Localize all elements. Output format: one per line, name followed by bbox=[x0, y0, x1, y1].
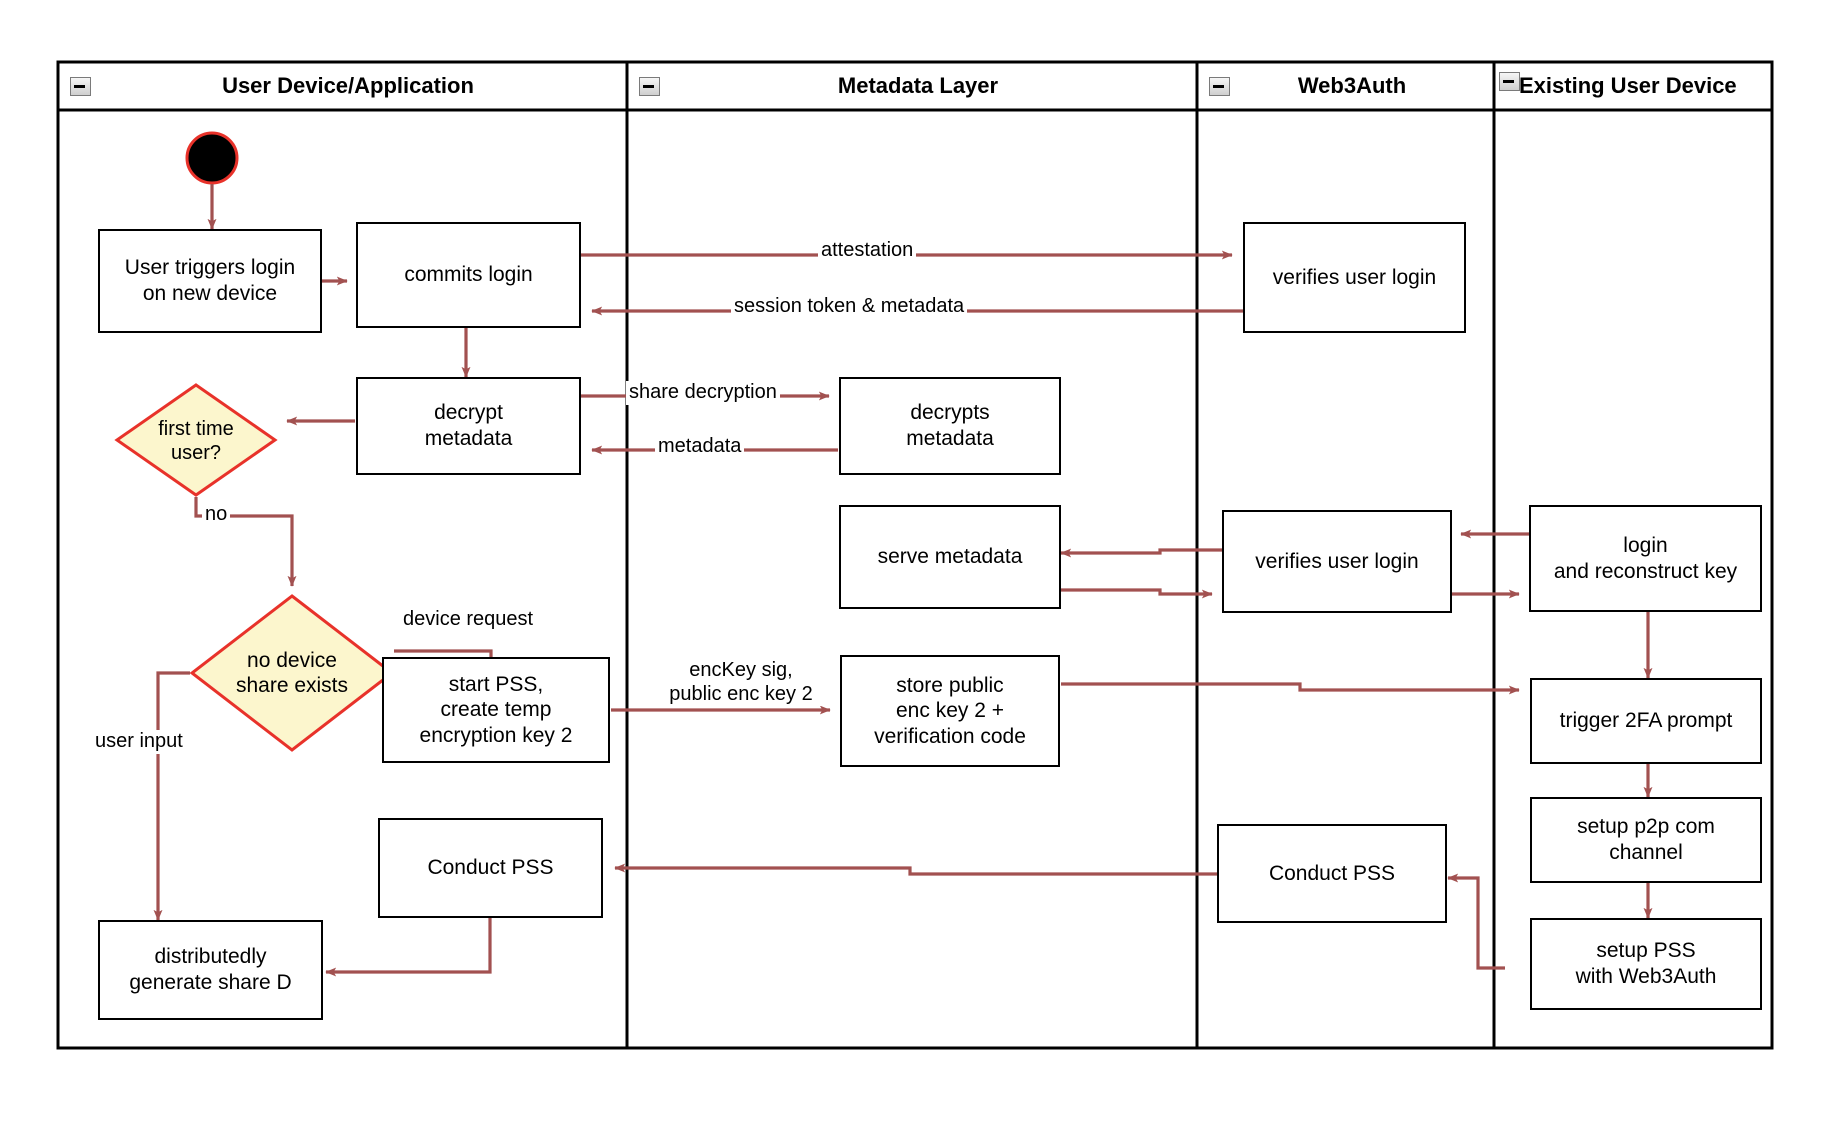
lane-title-metadata-layer: Metadata Layer bbox=[837, 73, 999, 98]
node-conduct-pss-user-device[interactable]: Conduct PSS bbox=[378, 818, 603, 918]
node-label: commits login bbox=[404, 263, 533, 287]
lane-title-web3auth: Web3Auth bbox=[1297, 73, 1407, 98]
node-verifies-user-login-mid[interactable]: verifies user login bbox=[1222, 510, 1452, 613]
node-trigger-2fa-prompt[interactable]: trigger 2FA prompt bbox=[1530, 678, 1762, 764]
edge-label-user-input: user input bbox=[92, 730, 186, 754]
node-commits-login[interactable]: commits login bbox=[356, 222, 581, 328]
edge-label-metadata: metadata bbox=[655, 435, 745, 459]
edge-label-session-token-metadata: session token & metadata bbox=[731, 295, 968, 319]
edge-label-share-decryption: share decryption bbox=[626, 381, 780, 405]
collapse-minus-icon-lane-3[interactable] bbox=[1209, 77, 1230, 96]
collapse-minus-icon-lane-4[interactable] bbox=[1499, 72, 1520, 91]
collapse-minus-icon-lane-2[interactable] bbox=[639, 77, 660, 96]
edge-label-device-request: device request bbox=[400, 608, 537, 632]
lane-title-user-device: User Device/Application bbox=[222, 73, 474, 98]
lane-title-existing-user-device: Existing User Device bbox=[1519, 73, 1737, 98]
start-node-shape bbox=[185, 131, 239, 185]
node-conduct-pss-web3auth[interactable]: Conduct PSS bbox=[1217, 824, 1447, 923]
node-label: serve metadata bbox=[877, 545, 1023, 569]
node-label: verifies user login bbox=[1272, 265, 1437, 289]
node-serve-metadata[interactable]: serve metadata bbox=[839, 505, 1061, 609]
edge-label-attestation: attestation bbox=[818, 239, 917, 263]
node-label: trigger 2FA prompt bbox=[1559, 709, 1733, 733]
edge-label-enckey-sig: encKey sig,public enc key 2 bbox=[648, 659, 834, 707]
node-label: verifies user login bbox=[1255, 549, 1419, 573]
collapse-minus-icon-lane-1[interactable] bbox=[70, 77, 91, 96]
node-label: Conduct PSS bbox=[1268, 861, 1396, 885]
node-verifies-user-login-top[interactable]: verifies user login bbox=[1243, 222, 1466, 333]
node-label: Conduct PSS bbox=[427, 856, 554, 880]
edge-label-no: no bbox=[202, 503, 231, 527]
